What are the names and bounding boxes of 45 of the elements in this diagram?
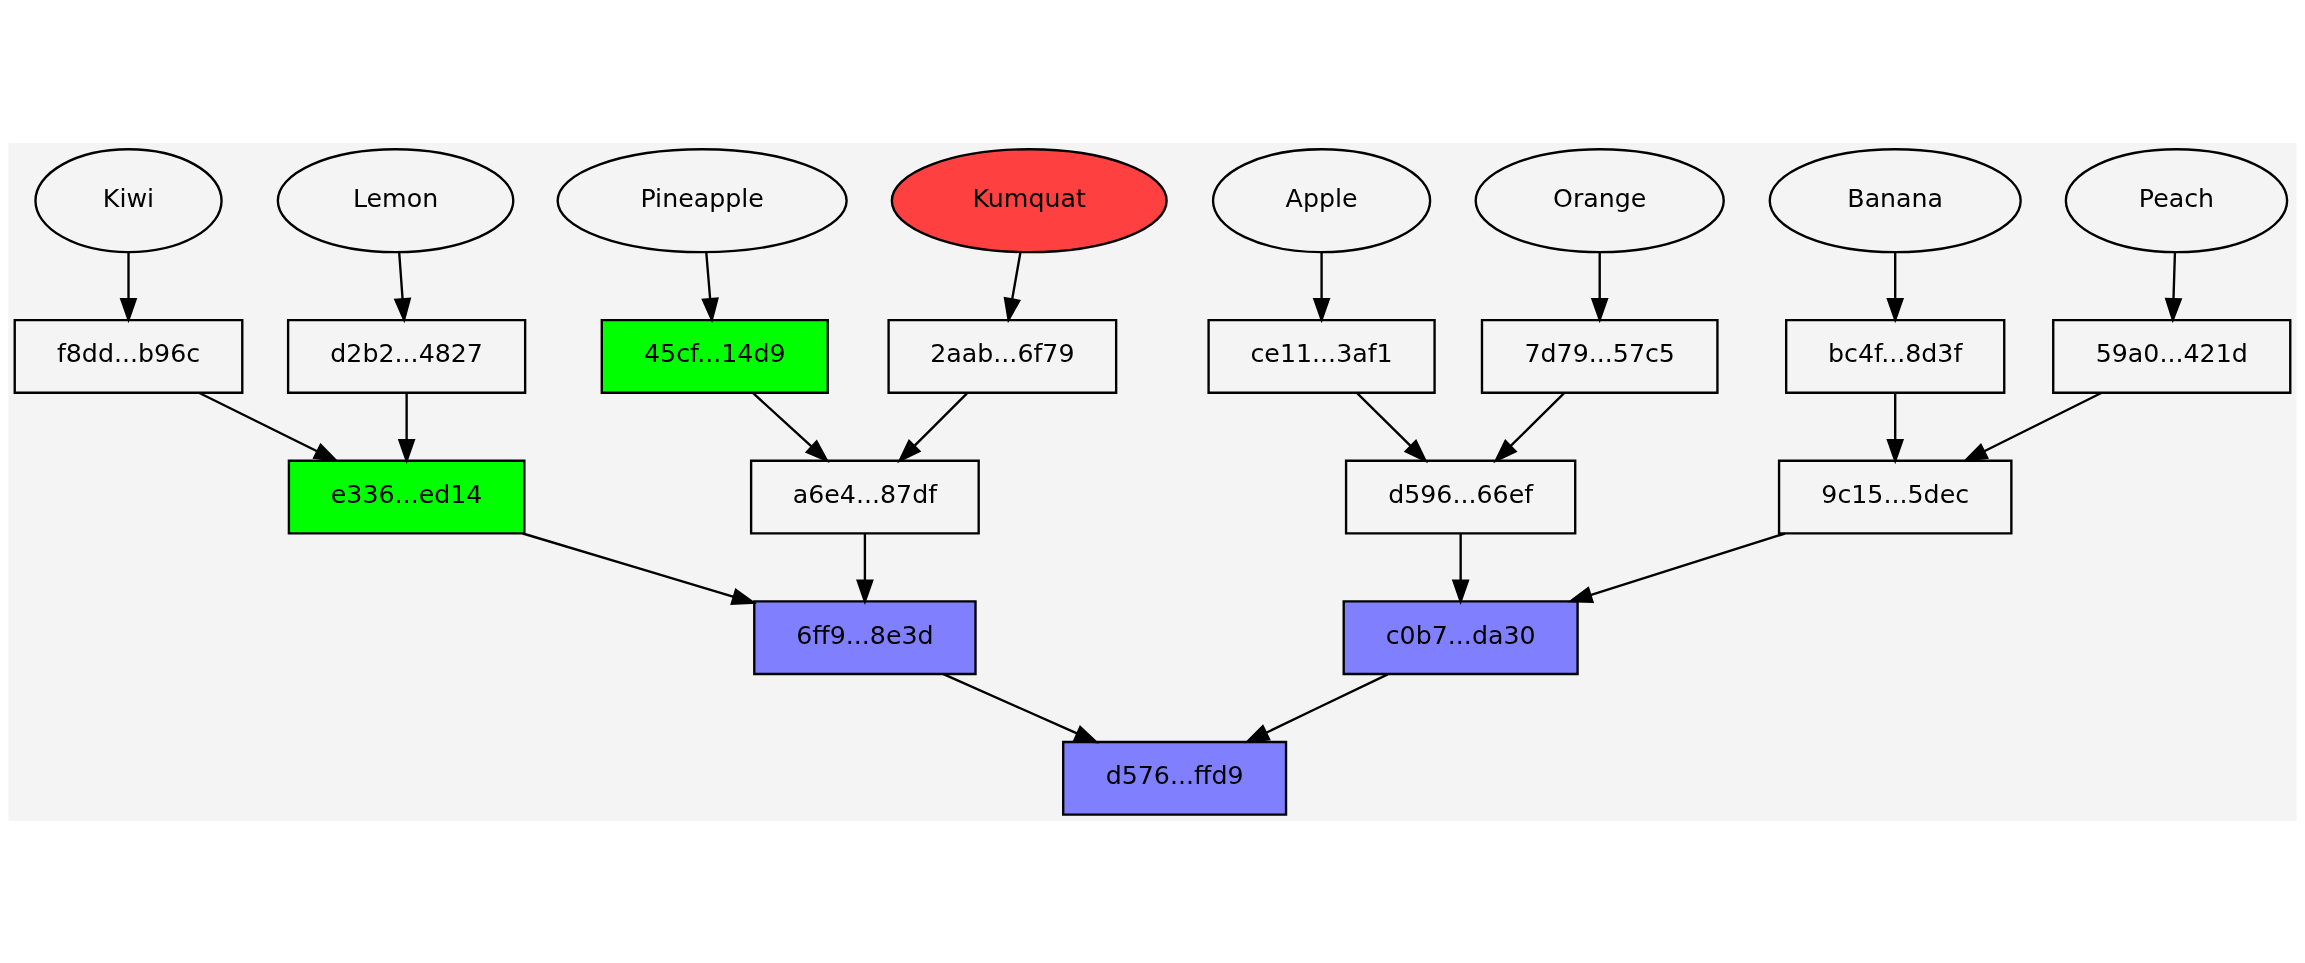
node-box: 59a0...421d — [2052, 318, 2292, 394]
arrow — [1244, 672, 1389, 743]
node-box: f8dd...b96c — [13, 318, 244, 394]
node-ellipse: Peach — [2064, 147, 2289, 253]
arrow — [701, 251, 719, 323]
arrow — [1590, 251, 1609, 323]
arrow — [1962, 391, 2102, 462]
node-box: 45cf...14d9 — [600, 318, 829, 394]
arrow — [752, 392, 830, 463]
arrow — [119, 251, 138, 323]
arrow — [856, 533, 874, 605]
node-box: d576...ffd9 — [1062, 740, 1288, 816]
node-box: 9c15...5dec — [1777, 459, 2013, 535]
arrow — [897, 392, 968, 463]
arrow — [1451, 533, 1470, 605]
arrow — [198, 391, 340, 462]
arrow — [1312, 251, 1331, 323]
node-box: 6ff9...8e3d — [753, 599, 977, 675]
node-box: a6e4...87df — [749, 459, 980, 535]
node-box: d596...66ef — [1344, 459, 1577, 535]
arrow — [1886, 392, 1905, 464]
arrow — [942, 672, 1100, 743]
node-ellipse: Kiwi — [34, 147, 223, 253]
node-box: 7d79...57c5 — [1480, 318, 1719, 394]
arrow — [2164, 251, 2183, 323]
node-box: c0b7...da30 — [1342, 599, 1579, 675]
node-box: bc4f...8d3f — [1785, 318, 2006, 394]
arrow — [397, 392, 416, 464]
arrow — [1886, 251, 1905, 323]
node-box: 2aab...6f79 — [887, 318, 1118, 394]
node-box: ce11...3af1 — [1207, 318, 1436, 394]
node-ellipse: Orange — [1474, 147, 1725, 253]
node-ellipse: Lemon — [276, 147, 515, 253]
node-ellipse: Apple — [1211, 147, 1432, 253]
arrow — [1567, 531, 1786, 603]
arrow — [393, 251, 412, 323]
node-ellipse: Banana — [1768, 147, 2022, 253]
node-ellipse: Kumquat — [890, 147, 1168, 253]
node-box: e336...ed14 — [287, 459, 526, 535]
node-box: d2b2...4827 — [286, 318, 527, 394]
arrow — [1003, 251, 1022, 323]
arrow — [1493, 392, 1565, 463]
arrow — [522, 531, 757, 605]
node-ellipse: Pineapple — [556, 147, 848, 253]
arrow — [1356, 392, 1428, 463]
